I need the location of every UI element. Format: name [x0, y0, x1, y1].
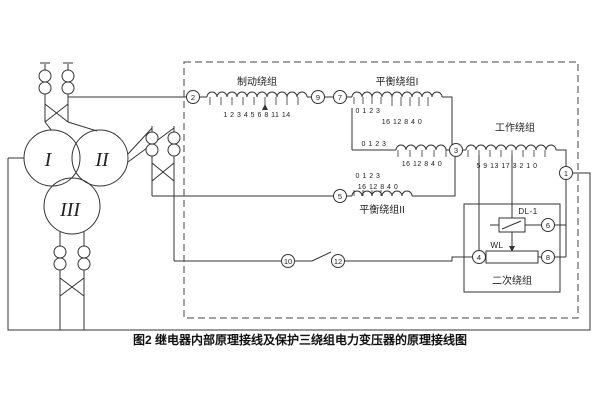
terminal-node-9: 9	[311, 90, 325, 104]
terminal-node-4: 4	[472, 250, 486, 264]
slider-arrow-icon	[509, 246, 515, 252]
wires	[7, 62, 591, 331]
winding-2-label: II	[94, 149, 110, 171]
wl-resistor	[485, 250, 539, 264]
svg-text:10: 10	[284, 257, 292, 266]
contact-switch	[311, 251, 332, 262]
ct-coil-icon	[61, 81, 75, 95]
braking-winding: 制动绕组 1 2 3 4 5 6 8 11 14	[206, 75, 308, 119]
terminal-node-10: 10	[281, 254, 295, 268]
transformer-windings: I II III	[23, 129, 129, 235]
middle-coil	[395, 144, 447, 151]
balance2-winding-label: 平衡绕组II	[359, 203, 405, 216]
svg-text:6: 6	[546, 221, 550, 230]
dl-relay-box: DL-1 WL 二次绕组	[463, 203, 561, 293]
ct-coil-icon	[53, 257, 67, 271]
wiring	[7, 62, 591, 331]
braking-taps-ticks	[209, 97, 299, 105]
terminal-node-1: 1	[559, 166, 573, 180]
middle-tap-numbers-a: 0 1 2 3	[362, 141, 387, 148]
svg-text:8: 8	[546, 253, 550, 262]
balance2-tap-numbers-a: 0 1 2 3	[356, 173, 381, 180]
svg-text:5: 5	[338, 192, 342, 201]
ct-coil-icon	[77, 245, 91, 259]
ct-coil-icon	[38, 69, 52, 83]
balance2-coil	[351, 190, 413, 197]
balance2-tap-numbers-b: 16 12 8 4 0	[358, 184, 399, 191]
balance1-winding-label: 平衡绕组I	[376, 75, 419, 88]
ct-coil-icon	[61, 69, 75, 83]
secondary-box	[463, 203, 561, 293]
balance1-taps-ticks	[353, 97, 429, 106]
relay-boundary-box	[183, 61, 579, 319]
ct-coil-icon	[38, 81, 52, 95]
terminal-node-8: 8	[541, 250, 555, 264]
ct-coil-icon	[145, 143, 159, 157]
balance-winding-2: 0 1 2 3 16 12 8 4 0 平衡绕组II	[351, 173, 413, 216]
svg-text:9: 9	[316, 93, 320, 102]
balance1-tap-numbers-b: 16 12 8 4 0	[382, 119, 423, 126]
terminal-nodes: 2 9 7 3 1 5 10 12 4 6 8	[186, 90, 573, 268]
braking-winding-label: 制动绕组	[237, 75, 277, 88]
ct-coil-icon	[167, 143, 181, 157]
balance1-tap-numbers-a: 0 1 2 3	[356, 108, 381, 115]
switch-blade	[311, 251, 332, 262]
working-tap-numbers: 5 9 13 17 3 2 1 0	[476, 163, 537, 170]
working-coil	[465, 144, 557, 151]
tap-marker-icon	[262, 104, 268, 110]
braking-coil	[206, 91, 308, 98]
svg-text:1: 1	[564, 169, 568, 178]
svg-text:3: 3	[454, 146, 458, 155]
winding-3-label: III	[59, 199, 81, 221]
terminal-node-2: 2	[186, 90, 200, 104]
svg-text:7: 7	[338, 93, 342, 102]
secondary-winding-label: 二次绕组	[492, 274, 532, 287]
middle-tap-coil: 0 1 2 3 16 12 8 4 0	[362, 141, 447, 168]
braking-tap-numbers: 1 2 3 4 5 6 8 11 14	[223, 112, 290, 119]
current-transformers	[38, 69, 181, 271]
dl-contact-stroke	[501, 220, 522, 230]
balance2-taps-ticks	[353, 190, 382, 196]
figure-caption: 图2 继电器内部原理接线及保护三绕组电力变压器的原理接线图	[133, 332, 467, 347]
terminal-node-6: 6	[541, 218, 555, 232]
ct-coil-icon	[53, 245, 67, 259]
terminal-node-3: 3	[449, 143, 463, 157]
balance-winding-1: 平衡绕组I 0 1 2 3 16 12 8 4 0	[351, 75, 443, 126]
working-winding-label: 工作绕组	[495, 121, 535, 134]
working-taps-ticks	[467, 150, 546, 157]
ct-coil-icon	[167, 131, 181, 145]
winding-circle-2	[71, 129, 129, 187]
working-winding: 工作绕组 5 9 13 17 3 2 1 0	[465, 121, 557, 170]
middle-tap-numbers-b: 16 12 8 4 0	[402, 161, 443, 168]
balance1-coil	[351, 91, 443, 98]
winding-1-label: I	[44, 149, 53, 171]
svg-text:2: 2	[191, 93, 195, 102]
svg-text:4: 4	[477, 253, 481, 262]
terminal-node-5: 5	[333, 189, 347, 203]
ct-coil-icon	[77, 257, 91, 271]
dl-relay-label: DL-1	[518, 207, 537, 216]
middle-coil-ticks	[397, 150, 447, 157]
terminal-node-12: 12	[331, 254, 345, 268]
terminal-node-7: 7	[333, 90, 347, 104]
ct-coil-icon	[145, 131, 159, 145]
svg-text:12: 12	[334, 257, 342, 266]
winding-circle-3	[43, 177, 101, 235]
wl-resistor-label: WL	[491, 241, 504, 250]
